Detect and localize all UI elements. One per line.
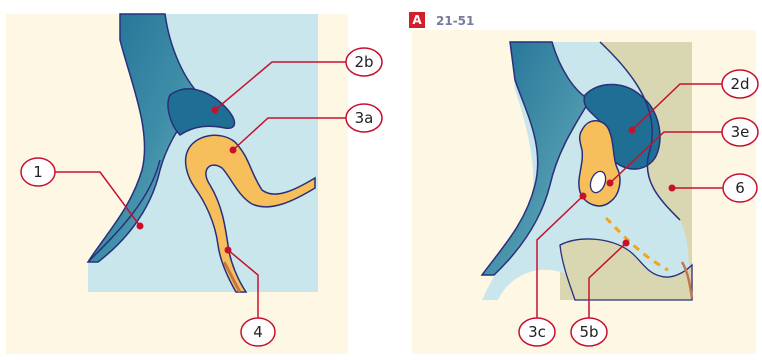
callout-3c: 3c xyxy=(519,318,555,346)
leader-dot-6 xyxy=(669,185,676,192)
left-panel: 1 2b 3a 4 xyxy=(6,14,382,354)
figure-header: A 21-51 xyxy=(409,12,474,28)
callout-5b: 5b xyxy=(571,318,607,346)
callout-6: 6 xyxy=(723,174,757,202)
callout-3e: 3e xyxy=(722,118,758,146)
svg-text:3c: 3c xyxy=(528,323,546,341)
leader-dot-3e xyxy=(607,180,614,187)
svg-text:2b: 2b xyxy=(354,53,373,71)
callout-4: 4 xyxy=(241,318,275,346)
svg-text:4: 4 xyxy=(253,323,263,341)
leader-dot-2b xyxy=(212,107,219,114)
callout-2b: 2b xyxy=(346,48,382,76)
callout-3a: 3a xyxy=(346,104,382,132)
leader-dot-4 xyxy=(225,247,232,254)
svg-text:3a: 3a xyxy=(355,109,374,127)
figure-number: 21-51 xyxy=(436,14,474,28)
svg-text:1: 1 xyxy=(33,163,43,181)
leader-dot-3a xyxy=(230,147,237,154)
right-panel: 2d 3e 6 3c 5b xyxy=(412,30,758,354)
callout-1: 1 xyxy=(21,158,55,186)
leader-dot-2d xyxy=(629,127,636,134)
leader-dot-3c xyxy=(580,193,587,200)
leader-dot-1 xyxy=(137,223,144,230)
figure-badge-letter: A xyxy=(412,13,422,27)
callout-2d: 2d xyxy=(722,70,758,98)
svg-text:5b: 5b xyxy=(579,323,598,341)
svg-text:3e: 3e xyxy=(731,123,750,141)
leader-dot-5b xyxy=(623,240,630,247)
svg-text:6: 6 xyxy=(735,179,745,197)
svg-text:2d: 2d xyxy=(730,75,749,93)
